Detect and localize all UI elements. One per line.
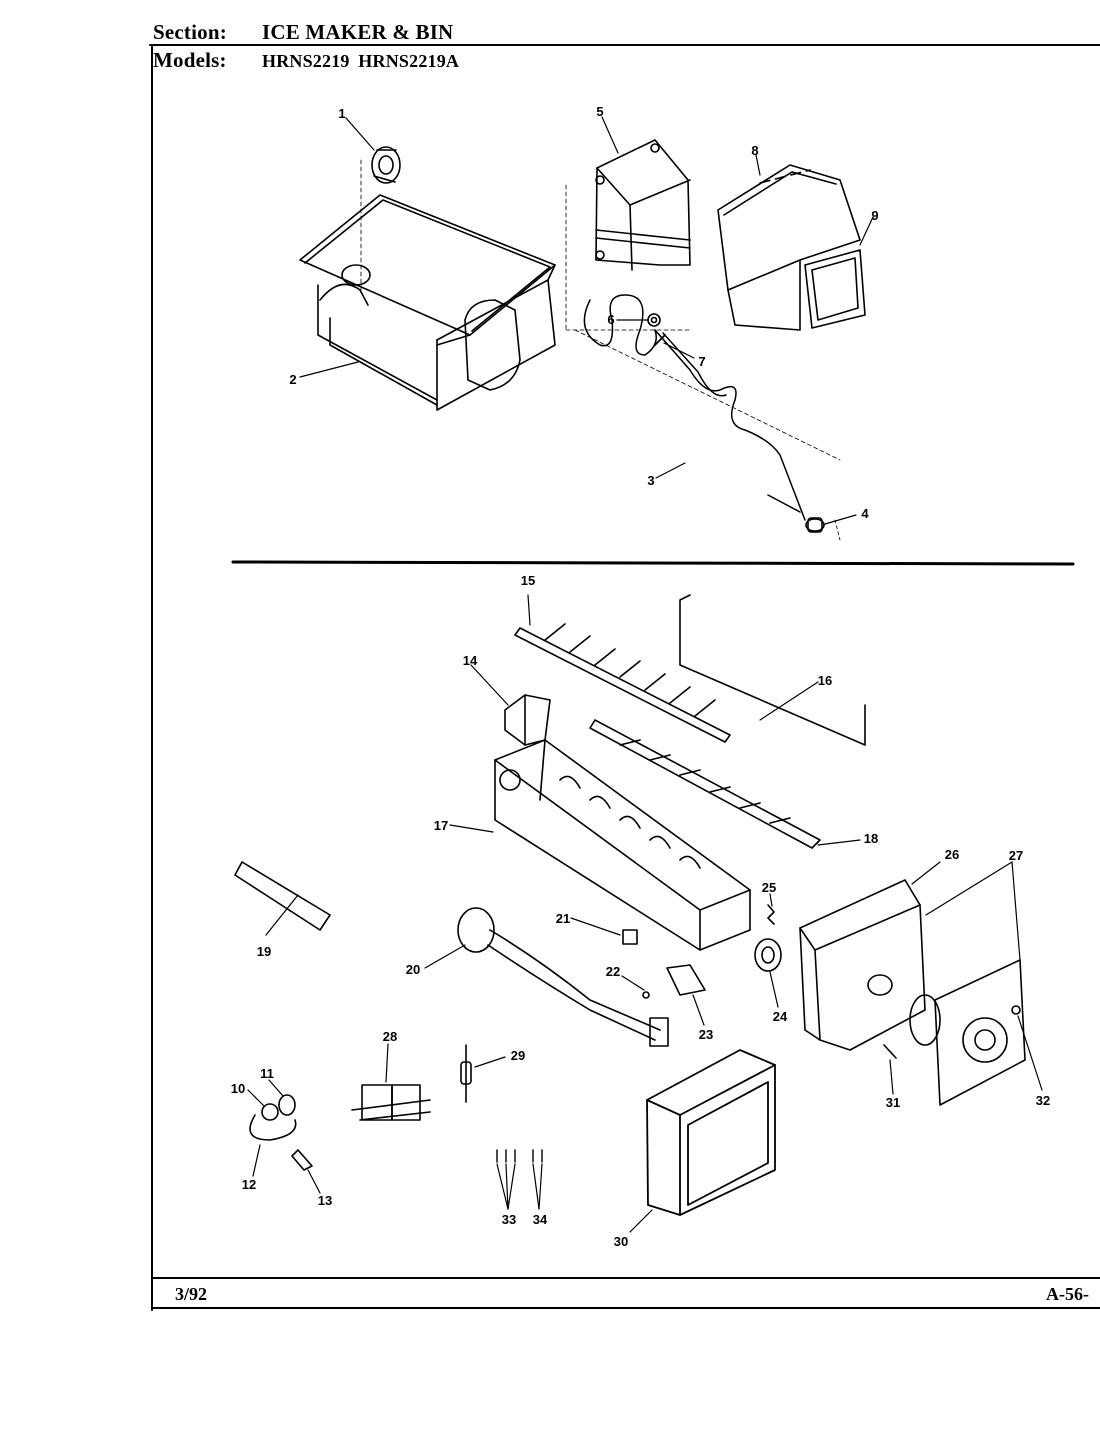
- part-5-dispenser-bracket: [565, 139, 691, 331]
- part-25-spring: [767, 904, 775, 925]
- callout-7: 7: [698, 354, 705, 369]
- part-18-stripper: [589, 719, 821, 849]
- callout-14: 14: [463, 653, 478, 668]
- page-code: A-56-: [1046, 1284, 1089, 1304]
- callout-18: 18: [864, 831, 878, 846]
- callout-21: 21: [556, 911, 570, 926]
- callout-13: 13: [318, 1193, 332, 1208]
- part-1-auger-knob: [360, 146, 401, 291]
- callout-3: 3: [647, 473, 654, 488]
- callout-11: 11: [260, 1066, 274, 1081]
- part-31-screw: [883, 1044, 897, 1059]
- part-28-water-valve: [351, 1084, 431, 1121]
- callout-5: 5: [596, 104, 603, 119]
- callout-1: 1: [338, 106, 345, 121]
- callout-17: 17: [434, 818, 448, 833]
- callout-12: 12: [242, 1177, 256, 1192]
- callout-6: 6: [607, 312, 614, 327]
- part-2-ice-bin: [299, 194, 556, 411]
- part-10-inlet-fitting: [261, 1103, 279, 1121]
- section-title: ICE MAKER & BIN: [262, 20, 454, 44]
- part-7-pin: [654, 334, 666, 346]
- callout-10: 10: [231, 1081, 245, 1096]
- callout-22: 22: [606, 964, 620, 979]
- part-32-screw: [1011, 1005, 1021, 1015]
- part-3-fill-tube: [574, 294, 841, 521]
- part-24-motor-coupling: [754, 938, 782, 972]
- part-9-chute-gasket: [804, 249, 866, 329]
- callout-15: 15: [521, 573, 535, 588]
- callout-16: 16: [818, 673, 832, 688]
- revision-date: 3/92: [175, 1284, 208, 1304]
- part-20-thermostat-harness: [457, 907, 669, 1047]
- callout-19: 19: [257, 944, 271, 959]
- part-4-tube-fitting: [805, 517, 841, 541]
- callout-24: 24: [773, 1009, 788, 1024]
- part-23-bracket: [666, 964, 706, 996]
- part-17-mold-heater: [494, 739, 751, 951]
- part-34-screws: [532, 1149, 543, 1163]
- part-14-shutoff-arm-bracket: [504, 694, 551, 746]
- callout-27: 27: [1009, 848, 1023, 863]
- callout-26: 26: [945, 847, 959, 862]
- callout-29: 29: [511, 1048, 525, 1063]
- part-19-heater-rod: [234, 861, 331, 931]
- part-12-tube: [249, 1114, 297, 1141]
- part-21-clip: [622, 929, 638, 945]
- part-22-screw: [642, 991, 650, 999]
- callout-4: 4: [861, 506, 869, 521]
- callout-30: 30: [614, 1234, 628, 1249]
- part-8-ice-chute: [717, 164, 861, 331]
- part-29-tube-sleeve: [460, 1044, 472, 1103]
- part-13-clip: [291, 1149, 313, 1171]
- part-27-control-module: [909, 959, 1026, 1106]
- part-6-washer: [647, 313, 661, 327]
- part-26-control-housing: [799, 879, 926, 1051]
- part-15-ejector: [514, 623, 731, 743]
- part-11-clamp: [278, 1094, 296, 1116]
- callout-34: 34: [533, 1212, 548, 1227]
- section-divider: [231, 560, 1075, 566]
- part-16-shutoff-arm: [679, 594, 866, 746]
- models-list: HRNS2219 HRNS2219A: [262, 51, 460, 71]
- callout-8: 8: [751, 143, 758, 158]
- callout-25: 25: [762, 880, 776, 895]
- part-33-screws: [496, 1149, 516, 1163]
- callout-labels: 1 2 3 4 5 6 7 8 9 10 11 12 13 14 15 16 1…: [231, 104, 1050, 1249]
- models-label: Models:: [153, 48, 227, 72]
- callout-leaders: [247, 116, 1043, 1233]
- section-label: Section:: [153, 20, 227, 44]
- callout-31: 31: [886, 1095, 900, 1110]
- callout-2: 2: [289, 372, 296, 387]
- callout-32: 32: [1036, 1093, 1050, 1108]
- page-frame: [149, 44, 1100, 1311]
- callout-9: 9: [871, 208, 878, 223]
- part-30-front-cover: [646, 1049, 776, 1216]
- callout-23: 23: [699, 1027, 713, 1042]
- callout-33: 33: [502, 1212, 516, 1227]
- callout-20: 20: [406, 962, 420, 977]
- callout-28: 28: [383, 1029, 397, 1044]
